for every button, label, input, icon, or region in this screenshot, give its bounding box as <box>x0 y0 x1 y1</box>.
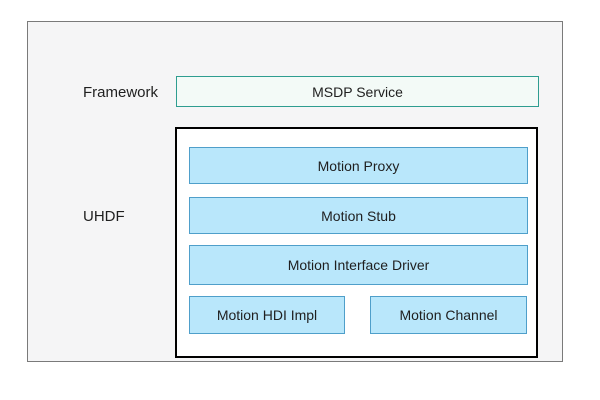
architecture-frame: Framework MSDP Service UHDF Motion Proxy… <box>27 21 563 362</box>
uhdf-layer-label: UHDF <box>83 208 125 225</box>
motion-hdi-impl-box: Motion HDI Impl <box>189 296 345 334</box>
motion-channel-box: Motion Channel <box>370 296 527 334</box>
msdp-service-box: MSDP Service <box>176 76 539 107</box>
msdp-service-label: MSDP Service <box>312 83 403 100</box>
uhdf-container-box: Motion Proxy Motion Stub Motion Interfac… <box>175 127 538 358</box>
motion-stub-box: Motion Stub <box>189 197 528 234</box>
motion-interface-driver-box: Motion Interface Driver <box>189 245 528 285</box>
framework-layer-label: Framework <box>83 84 159 101</box>
motion-proxy-box: Motion Proxy <box>189 147 528 184</box>
